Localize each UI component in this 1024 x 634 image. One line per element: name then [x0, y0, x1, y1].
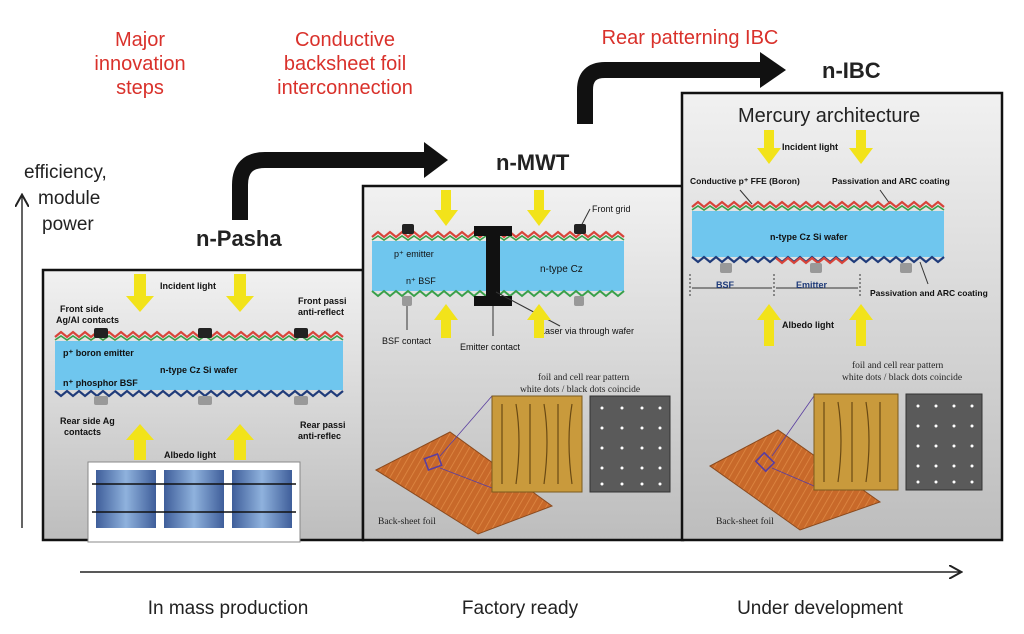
backsheet-foil: [709, 429, 882, 531]
title-n-pasha: n-Pasha: [196, 226, 282, 251]
ibc-conductive-ffe: Conductive p⁺ FFE (Boron): [690, 176, 800, 186]
cell-rear-pattern: [905, 393, 983, 491]
ibc-bsf-label: BSF: [716, 280, 735, 290]
panel-n-pasha: Incident light Front side Ag/Al contacts…: [41, 268, 365, 543]
mwt-n-type: n-type Cz: [540, 264, 583, 275]
ibc-architecture-label: Mercury architecture: [738, 105, 920, 127]
label-line: Major: [114, 29, 165, 51]
mwt-n-bsf: n⁺ BSF: [406, 276, 436, 286]
panel-n-ibc: Mercury architecture Incident light Cond…: [680, 91, 1004, 542]
mwt-backsheet-label: Back-sheet foil: [378, 516, 436, 527]
mwt-emitter-contact: Emitter contact: [460, 342, 521, 352]
pasha-boron-emitter: p⁺ boron emitter: [63, 348, 134, 358]
ibc-backsheet-label: Back-sheet foil: [716, 516, 774, 527]
mwt-laser-via: Laser via through wafer: [540, 326, 634, 336]
y-axis-line: power: [42, 214, 94, 235]
pasha-front-contacts: Front side Ag/Al contacts: [56, 304, 119, 325]
label-line: steps: [116, 77, 164, 99]
ibc-albedo-light: Albedo light: [782, 320, 834, 330]
pasha-front-passivation: Front passi anti-reflect: [298, 296, 349, 317]
panel-n-mwt: Front grid p⁺ emitter n-type Cz n⁺ BSF L…: [361, 184, 685, 542]
mwt-foil-pattern: foil and cell rear pattern white dots / …: [520, 372, 640, 395]
stage-factory-ready: Factory ready: [461, 598, 579, 619]
label-line: Conductive: [294, 29, 396, 51]
pasha-wafer-label: n-type Cz Si wafer: [160, 365, 238, 375]
ibc-incident-light: Incident light: [782, 142, 838, 152]
rear-patterning-label: Rear patterning IBC: [601, 27, 779, 49]
pasha-albedo-light: Albedo light: [164, 450, 216, 460]
y-axis-label: efficiency, module power: [24, 160, 134, 238]
step-arrow-head: [760, 52, 786, 88]
step-arrow-pasha-to-mwt: [232, 152, 430, 220]
y-axis-line: efficiency,: [24, 162, 107, 183]
step-arrow-mwt-to-ibc: [577, 62, 765, 124]
stage-under-development: Under development: [737, 598, 903, 619]
pasha-phosphor-bsf: n⁺ phosphor BSF: [63, 378, 138, 388]
backsheet-foil: [374, 431, 554, 535]
title-n-ibc: n-IBC: [822, 58, 881, 83]
ibc-foil-pattern: foil and cell rear pattern white dots / …: [842, 360, 962, 383]
foil-pattern-detail: [813, 393, 899, 491]
ibc-emitter-label: Emitter: [796, 280, 828, 290]
foil-pattern-detail: [491, 395, 583, 493]
mwt-bsf-contact: BSF contact: [382, 336, 432, 346]
pasha-incident-light: Incident light: [160, 281, 216, 291]
mwt-p-emitter: p⁺ emitter: [394, 249, 434, 259]
label-line: interconnection: [277, 77, 413, 99]
conductive-backsheet-label: Conductive backsheet foil interconnectio…: [250, 28, 440, 100]
step-arrow-head: [424, 142, 448, 178]
title-n-mwt: n-MWT: [496, 150, 570, 175]
cell-rear-pattern: [589, 395, 671, 493]
pasha-rear-passivation: Rear passi anti-reflec: [298, 420, 348, 441]
pasha-rear-contacts: Rear side Ag contacts: [60, 416, 117, 437]
y-axis-line: module: [38, 188, 101, 209]
stage-mass-production: In mass production: [147, 598, 309, 619]
mwt-front-grid: Front grid: [592, 204, 631, 214]
ibc-passivation-bottom: Passivation and ARC coating: [870, 288, 988, 298]
ibc-passivation-top: Passivation and ARC coating: [832, 176, 950, 186]
ibc-wafer-label: n-type Cz Si wafer: [770, 232, 848, 242]
major-innovation-steps-label: Major innovation steps: [80, 28, 200, 100]
label-line: backsheet foil: [283, 53, 407, 75]
label-line: innovation: [94, 53, 186, 75]
